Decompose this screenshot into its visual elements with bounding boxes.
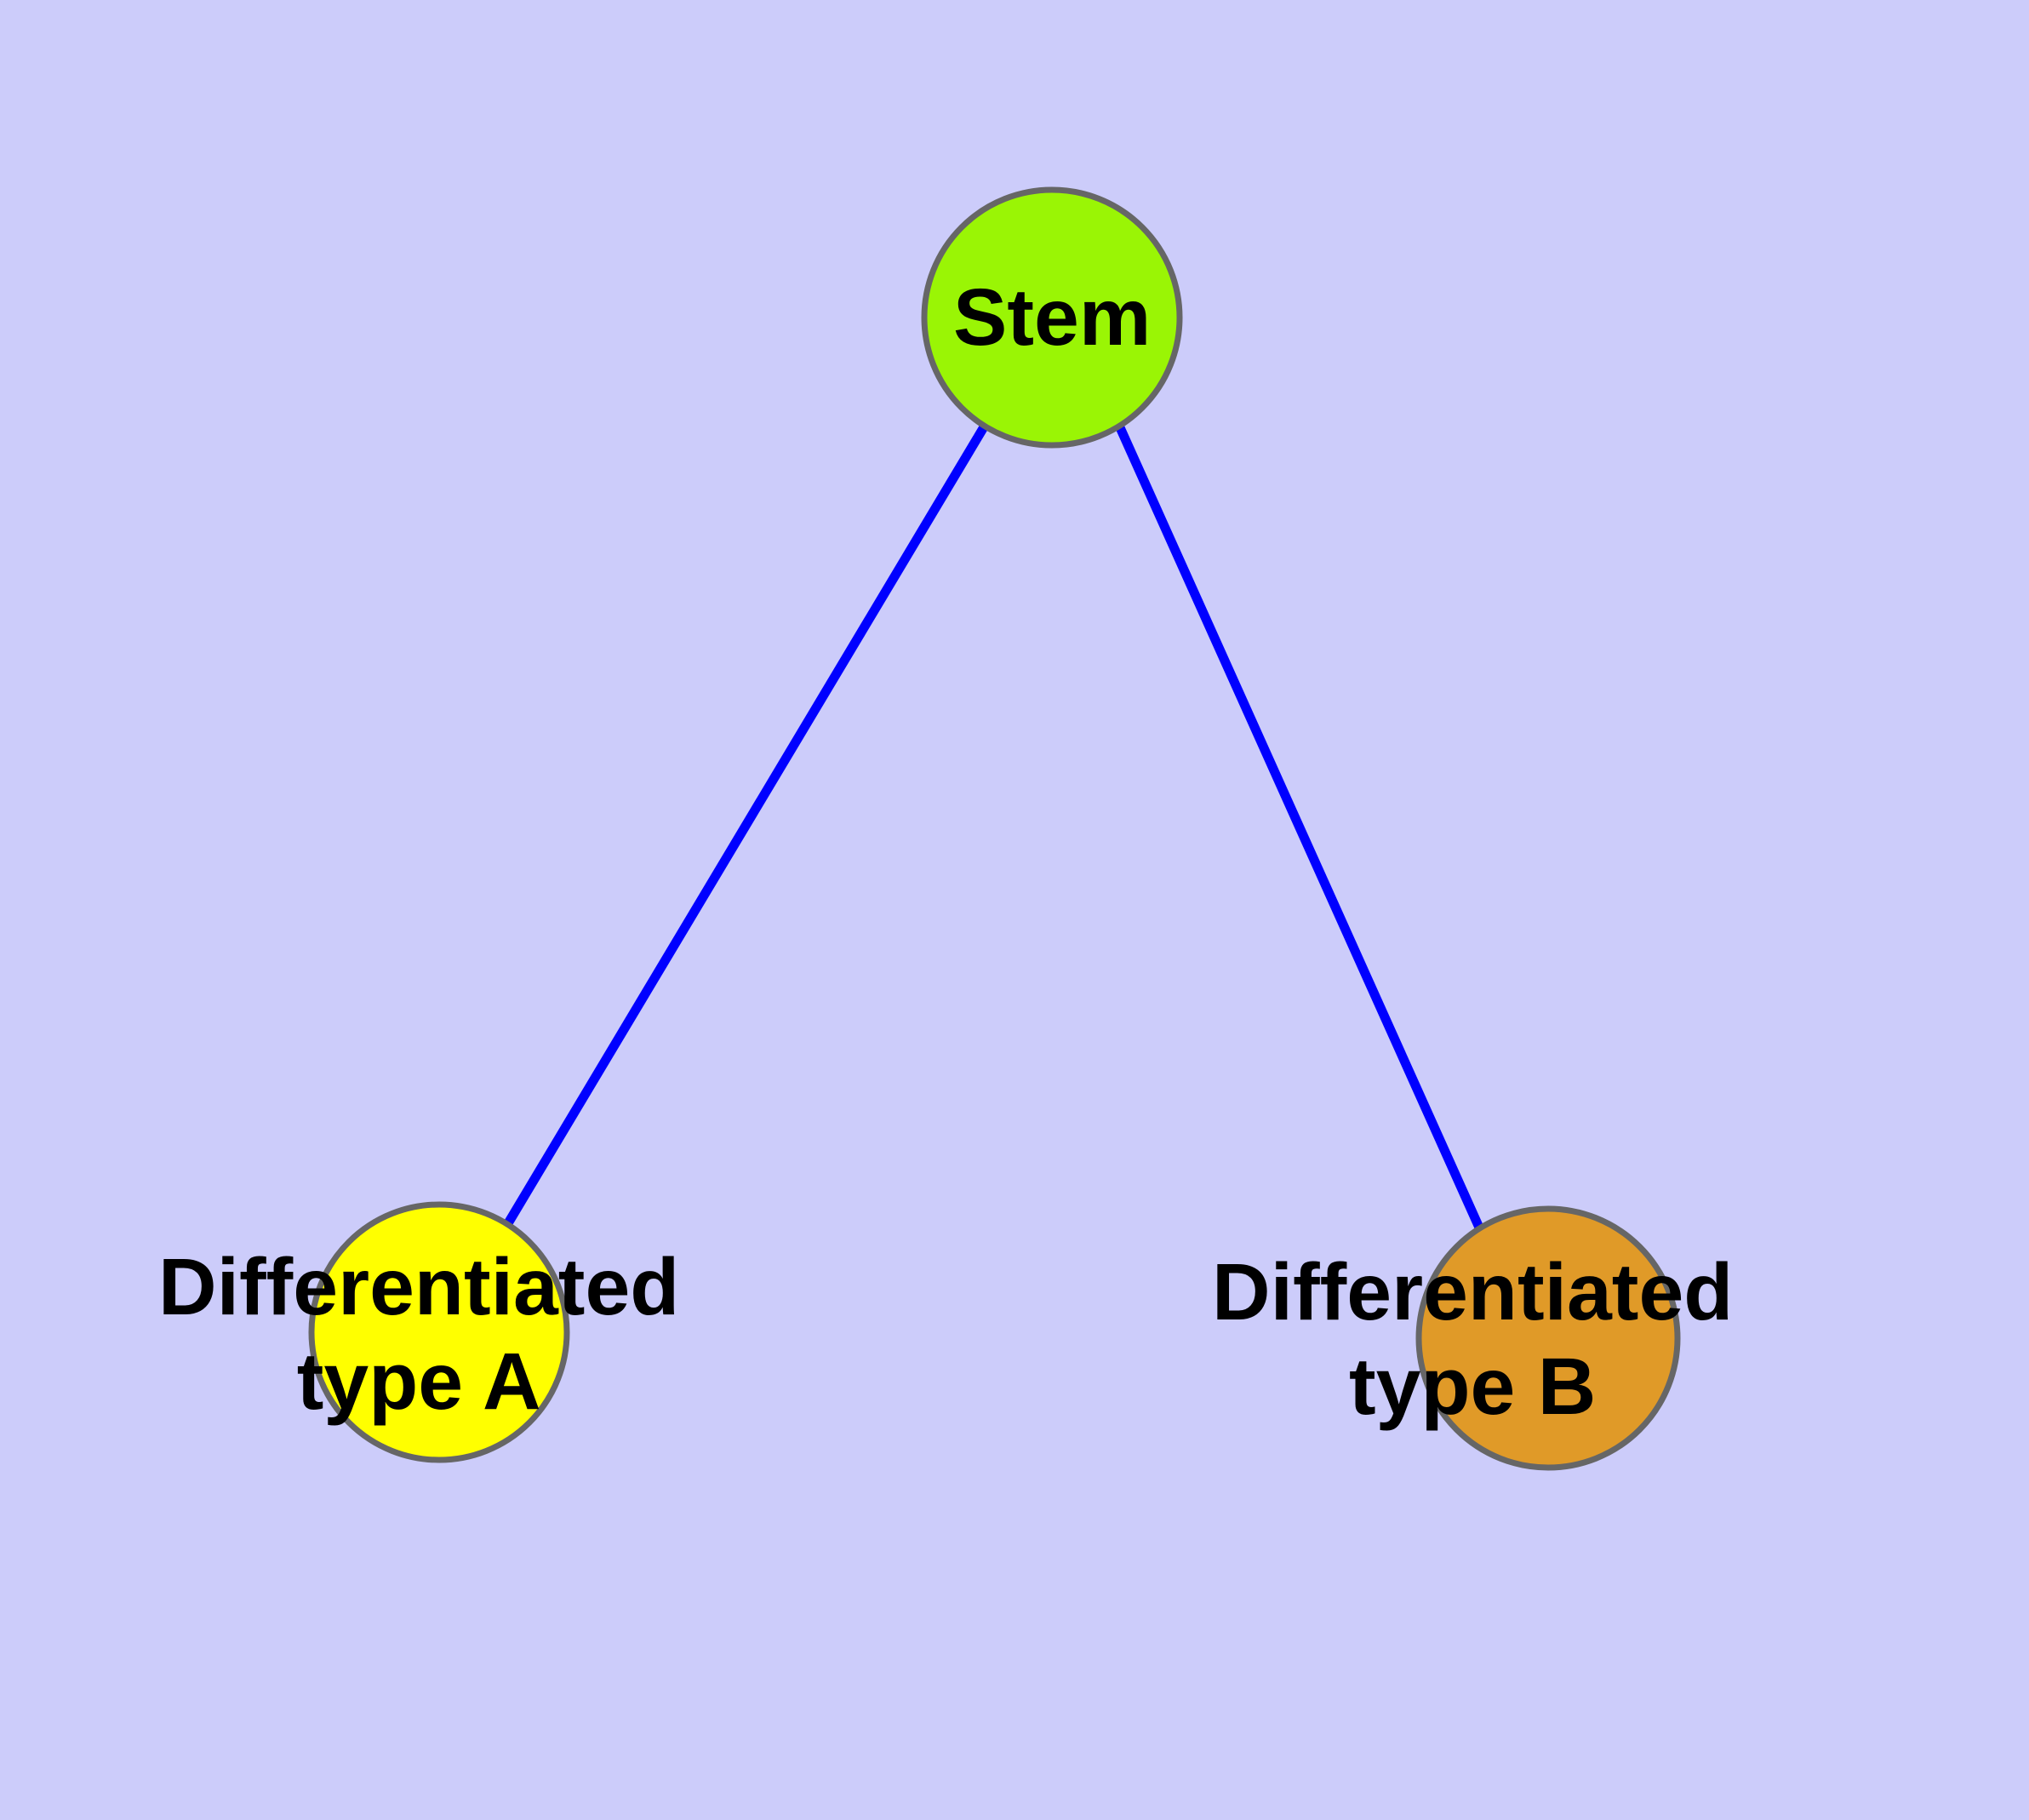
graph-node-diff-b[interactable] [1415,1205,1681,1471]
nodes-layer [308,186,1681,1471]
edges-layer [504,423,1484,1230]
graph-node-diff-a[interactable] [308,1201,570,1463]
graph-edge[interactable] [1114,423,1484,1230]
graph-edge[interactable] [504,423,989,1226]
graph-node-stem[interactable] [921,186,1183,449]
